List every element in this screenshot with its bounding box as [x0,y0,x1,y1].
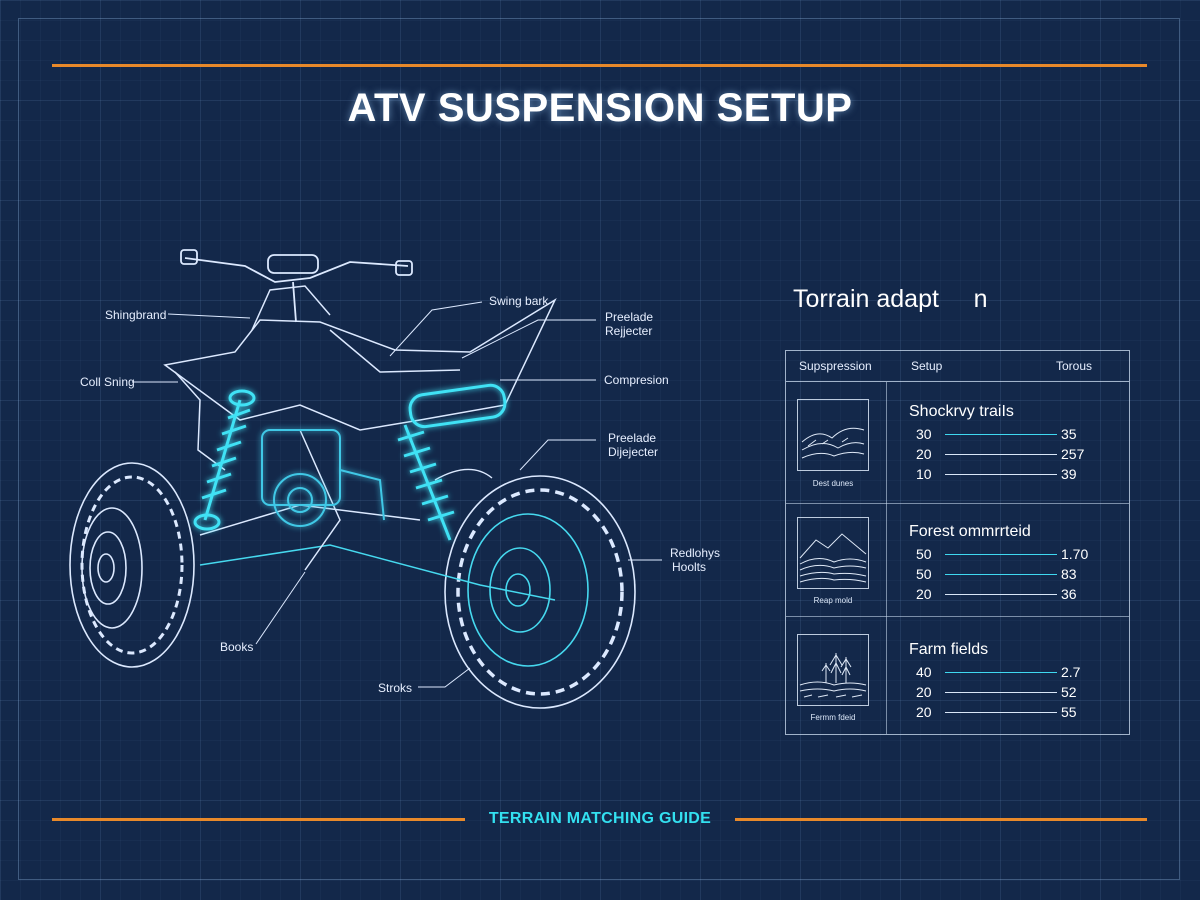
footer-rule-right [735,818,1147,821]
front-wheel [69,462,195,668]
atv-body [163,285,557,601]
value-row: 10 39 [909,466,1119,482]
terrain-table: Supspression Setup Torous Dest dunes Sho… [785,350,1130,735]
value-row: 20 52 [909,684,1119,700]
value-left: 20 [916,704,932,720]
value-bar [945,554,1057,555]
value-right: 257 [1061,446,1085,462]
callout-leaders [132,301,662,688]
page-title: ATV SUSPENSION SETUP [347,86,853,130]
value-row: 50 83 [909,566,1119,582]
value-bar [945,692,1057,693]
value-bar [945,474,1057,475]
callout-coil-spring: Coll Sning [80,375,135,389]
handlebar [180,249,413,323]
value-left: 10 [916,466,932,482]
value-bar [945,594,1057,595]
value-row: 20 36 [909,586,1119,602]
value-right: 1.70 [1061,546,1089,562]
engine-block [261,429,385,527]
value-bar [945,712,1057,713]
rear-wheel-far [434,468,493,481]
callout-strooks: Stroks [378,681,413,695]
value-left: 20 [916,446,932,462]
callout-preelade: Preelade [605,310,654,324]
row-caption: Dest dunes [812,479,854,488]
rear-wheel [444,475,636,709]
value-bar [945,574,1057,575]
header-torus: Torous [1056,359,1093,373]
value-left: 50 [916,546,932,562]
value-row: 20 55 [909,704,1119,720]
row-caption: Reap mold [813,596,853,605]
callout-redlohys: Redlohys [670,546,721,560]
callout-preelade-2: Preelade [608,431,657,445]
callout-compression: Compresion [604,373,669,387]
dunes-icon [797,399,869,471]
callout-rejjecter: Rejjecter [605,324,653,338]
value-right: 2.7 [1061,664,1081,680]
value-right: 36 [1061,586,1077,602]
header-suspension: Supspression [799,359,872,373]
value-right: 83 [1061,566,1077,582]
value-right: 35 [1061,426,1077,442]
row-name: Forest ommrrteid [909,523,1031,540]
value-bar [945,434,1057,435]
value-bar [945,454,1057,455]
value-right: 55 [1061,704,1077,720]
value-row: 30 35 [909,426,1119,442]
row-caption: Fermm fdeid [810,713,856,722]
value-right: 39 [1061,466,1077,482]
value-left: 20 [916,586,932,602]
header-divider [786,381,1129,382]
value-left: 20 [916,684,932,700]
rear-shock [397,383,507,541]
row-divider [786,503,1129,504]
footer-rule-left [52,818,465,821]
footer-label: TERRAIN MATCHING GUIDE [488,810,712,827]
callout-books: Books [220,640,254,654]
value-right: 52 [1061,684,1077,700]
value-row: 20 257 [909,446,1119,462]
value-left: 30 [916,426,932,442]
panel-title: Torrain adapt n [793,285,988,313]
callout-hoolts: Hoolts [672,560,707,574]
row-name: Farm fields [909,641,989,658]
value-left: 40 [916,664,932,680]
row-divider [786,616,1129,617]
forest-icon [797,634,869,706]
value-row: 50 1.70 [909,546,1119,562]
mountains-icon [797,517,869,589]
callout-shingbrand: Shingbrand [105,308,167,322]
value-row: 40 2.7 [909,664,1119,680]
callout-swing-bark: Swing bark [489,294,549,308]
front-shock [193,389,256,531]
blueprint-frame [18,18,1180,880]
header-setup: Setup [911,359,943,373]
row-name: Shockrvy traiIs [909,403,1014,420]
top-accent-rule [52,64,1147,67]
column-divider [886,382,887,734]
value-left: 50 [916,566,932,582]
value-bar [945,672,1057,673]
callout-dijejecter: Dijejecter [608,445,659,459]
